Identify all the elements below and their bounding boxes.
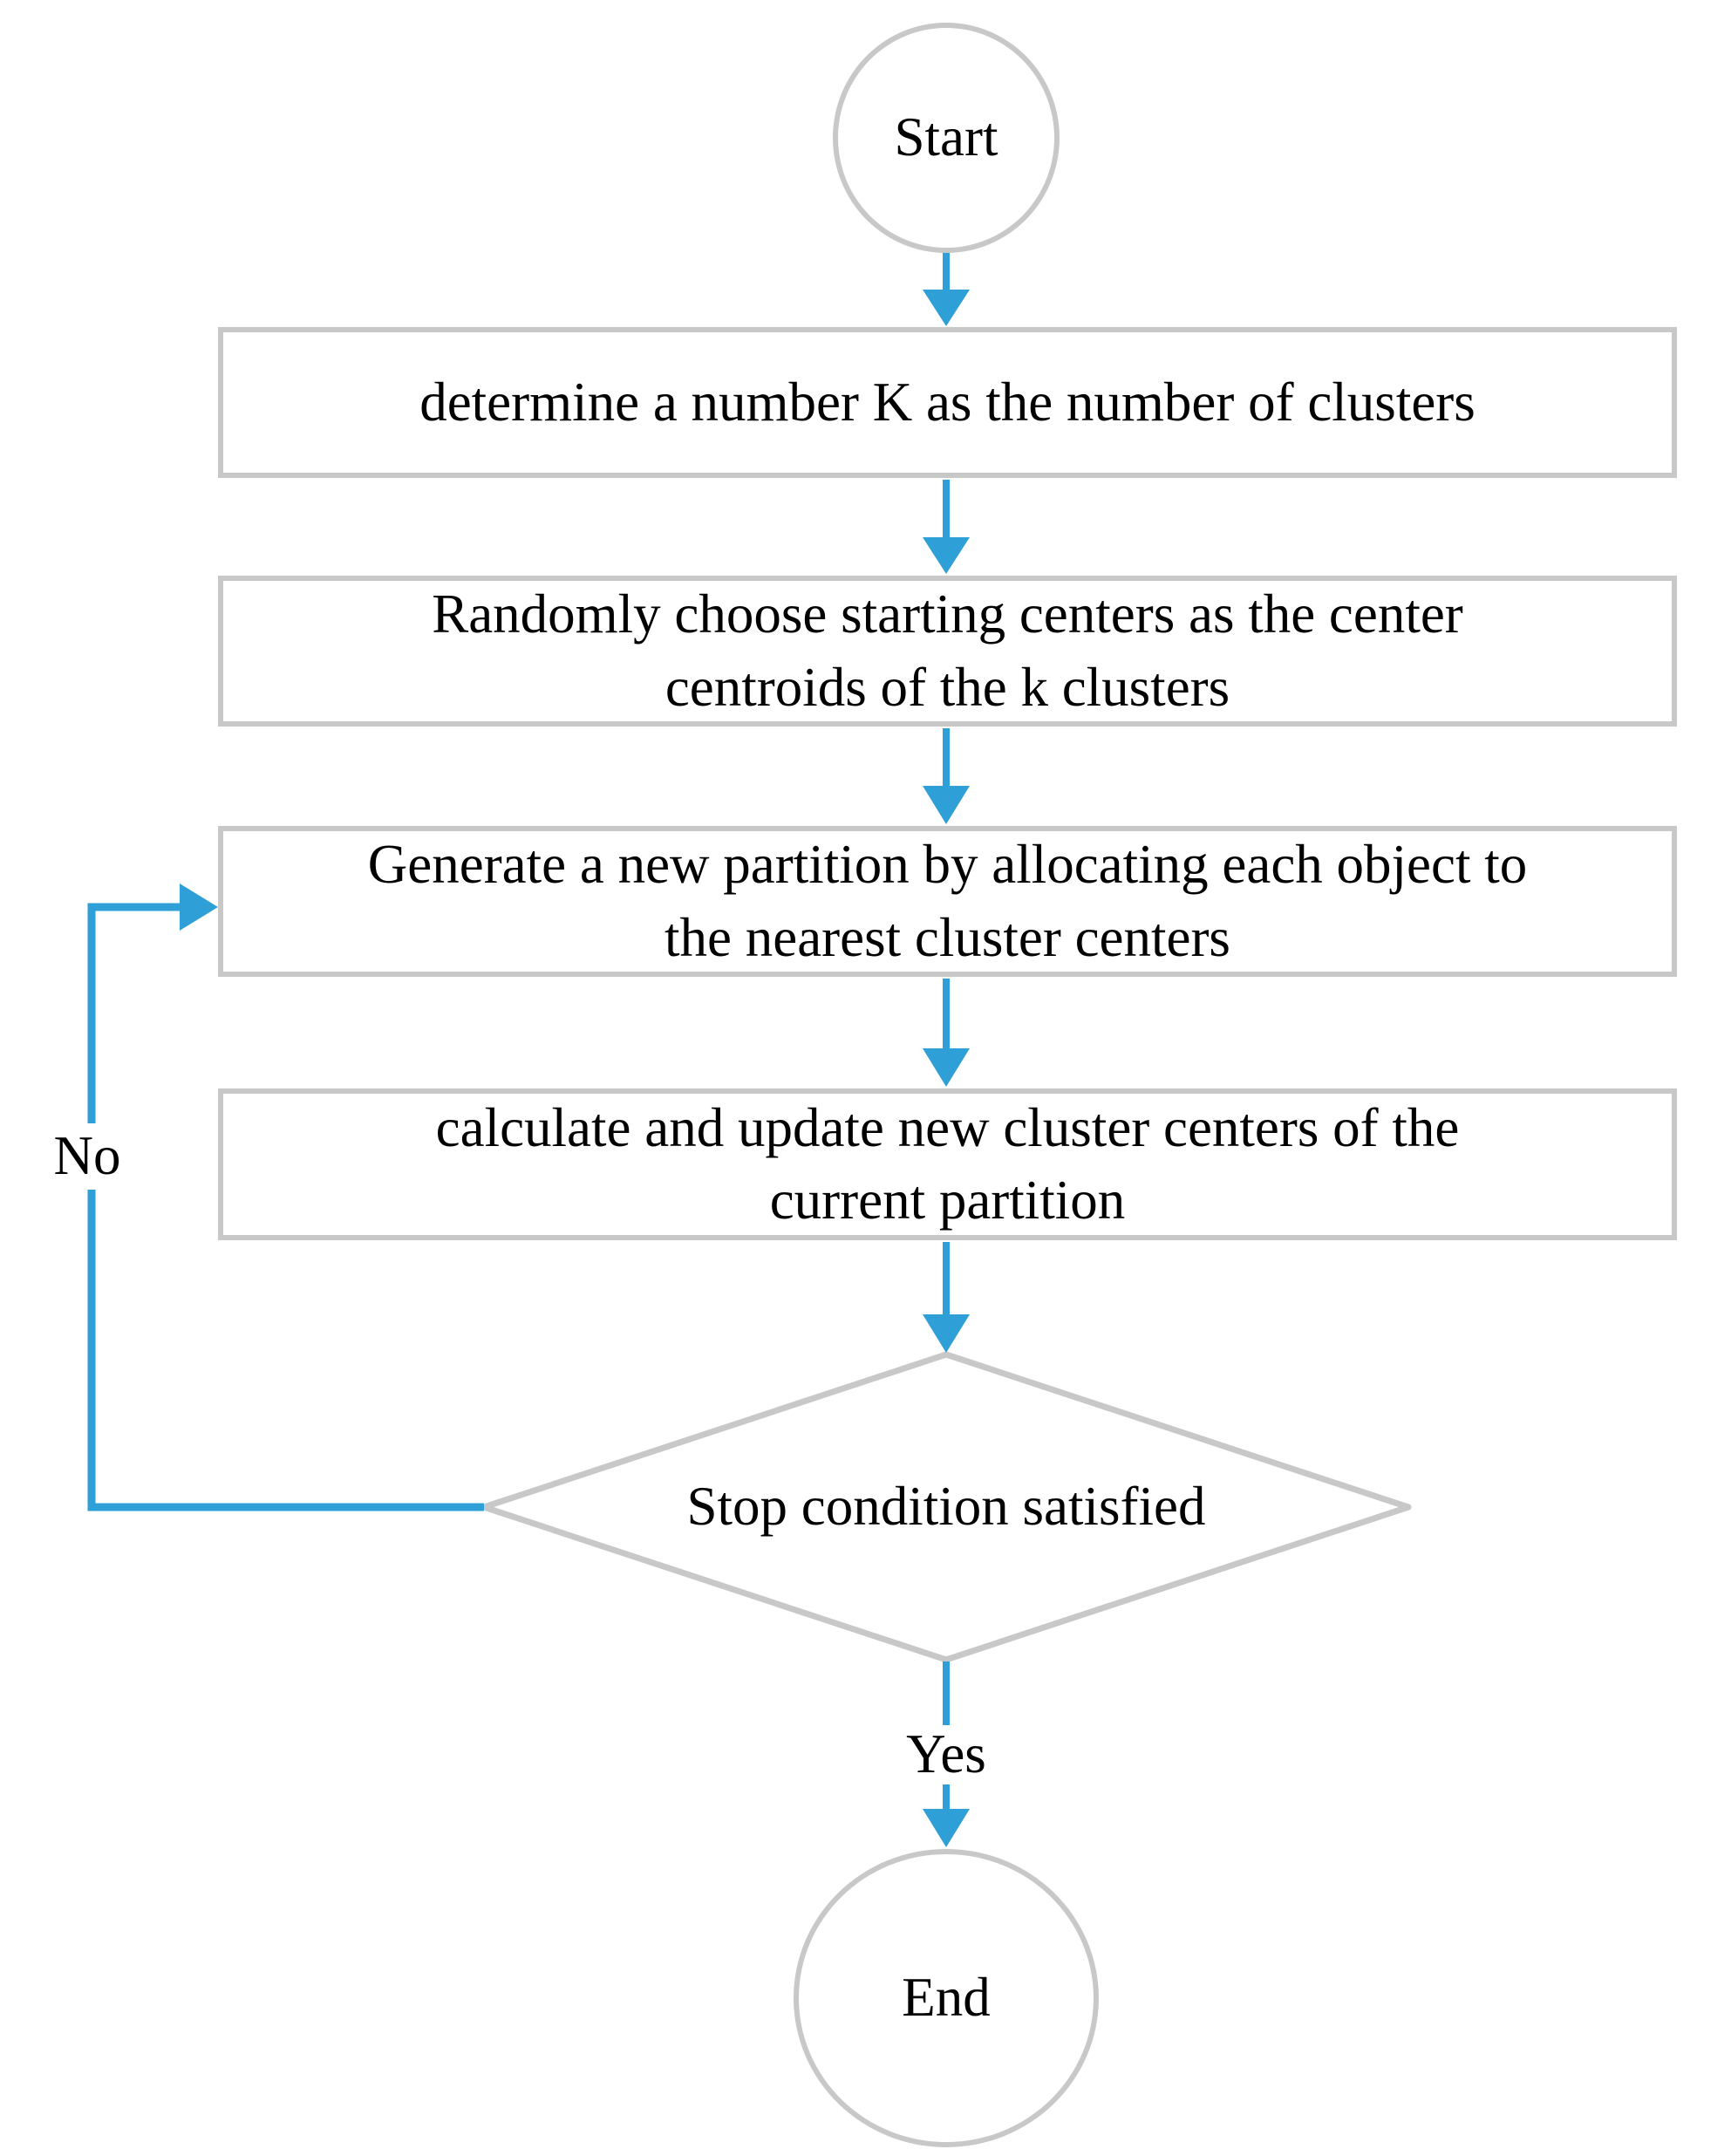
process-step1-label: determine a number K as the number of cl… (419, 371, 1475, 433)
process-step4-node: calculate and update new cluster centers… (218, 1088, 1677, 1240)
process-step3-node: Generate a new partition by allocating e… (218, 826, 1677, 977)
end-label: End (902, 1967, 991, 2029)
process-step4-label: calculate and update new cluster centers… (435, 1096, 1460, 1231)
arrow-step2-step3-head (923, 786, 970, 824)
arrow-step3-step4-head (923, 1048, 970, 1087)
arrow-step4-decision-head (923, 1314, 970, 1353)
process-step2-node: Randomly choose starting centers as the … (218, 576, 1677, 727)
arrow-step1-step2-head (923, 537, 970, 574)
decision-label: Stop condition satisfied (510, 1470, 1382, 1544)
start-terminator-node: Start (833, 23, 1060, 253)
no-label: No (13, 1123, 161, 1190)
decision-diamond-shape (480, 1351, 1412, 1663)
process-step3-label: Generate a new partition by allocating e… (367, 834, 1528, 968)
yes-label: Yes (868, 1723, 1025, 1785)
process-step1-node: determine a number K as the number of cl… (218, 327, 1677, 478)
no-loop-arrowhead (180, 884, 218, 931)
end-terminator-node: End (794, 1849, 1099, 2147)
arrow-start-step1-head (923, 290, 970, 326)
process-step2-label: Randomly choose starting centers as the … (432, 583, 1463, 718)
decision-label-text: Stop condition satisfied (686, 1476, 1206, 1538)
arrow-yes-end-head (923, 1809, 970, 1847)
start-label: Start (894, 106, 998, 168)
no-label-text: No (53, 1125, 121, 1187)
no-loop-line (87, 903, 484, 1511)
yes-label-text: Yes (906, 1723, 986, 1785)
